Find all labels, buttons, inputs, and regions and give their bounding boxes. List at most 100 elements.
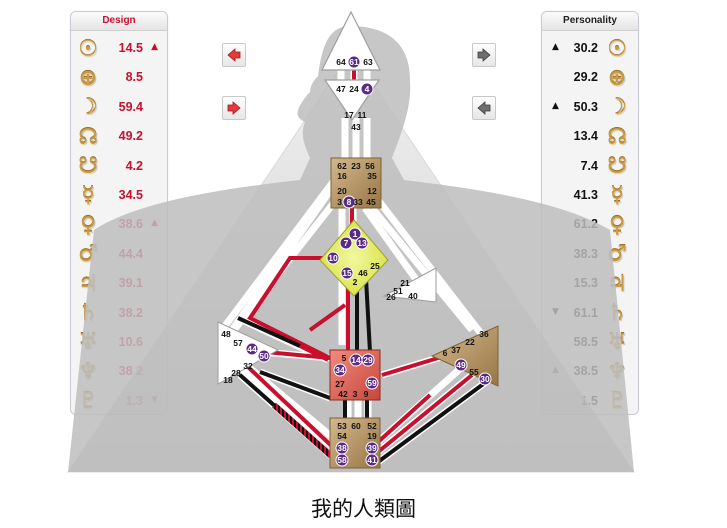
personality-value: 41.3 — [573, 187, 598, 202]
gate-41: 41 — [367, 455, 377, 465]
design-value: 14.5 — [118, 41, 143, 55]
gate-40: 40 — [408, 291, 418, 301]
design-row-earth: ⊕ 8.5 — [71, 63, 167, 92]
gate-54: 54 — [337, 431, 347, 441]
design-value: 4.2 — [125, 158, 143, 173]
gate-17: 17 — [344, 110, 354, 120]
gate-59: 59 — [367, 378, 377, 388]
channels-layer — [219, 70, 489, 465]
gate-24: 24 — [349, 84, 359, 94]
gate-51: 51 — [393, 286, 403, 296]
design-next-button[interactable] — [222, 96, 246, 120]
gate-28: 28 — [231, 368, 241, 378]
personality-next-button[interactable] — [472, 43, 496, 67]
gate-55: 55 — [469, 367, 479, 377]
sun-icon: ☉ — [607, 36, 627, 62]
gate-6: 6 — [443, 348, 448, 358]
arrow-left-icon — [227, 48, 241, 62]
design-value: 34.5 — [118, 187, 143, 202]
gate-22: 22 — [465, 337, 475, 347]
gate-44-marker — [245, 342, 259, 356]
design-header: Design — [71, 12, 167, 31]
gate-49: 49 — [456, 360, 466, 370]
gate-31: 31 — [337, 197, 347, 207]
south-node-icon: ☋ — [607, 154, 627, 180]
gate-29-marker — [361, 353, 375, 367]
personality-row-moon: ☽50.3▲ — [542, 93, 638, 122]
gate-25: 25 — [370, 261, 380, 271]
sun-icon: ☉ — [78, 36, 98, 62]
gate-57: 57 — [233, 338, 243, 348]
moon-icon: ☽ — [78, 95, 98, 121]
gate-4: 4 — [365, 84, 370, 94]
gate-53: 53 — [337, 421, 347, 431]
gate-47: 47 — [336, 84, 346, 94]
mercury-icon: ☿ — [81, 183, 95, 209]
gate-37: 37 — [451, 345, 461, 355]
moon-icon: ☽ — [607, 95, 627, 121]
gate-18: 18 — [223, 375, 233, 385]
arrow-left-icon — [477, 101, 491, 115]
gate-52: 52 — [367, 421, 377, 431]
design-prev-button[interactable] — [222, 43, 246, 67]
gate-7: 7 — [344, 238, 349, 248]
gate-14: 14 — [351, 355, 361, 365]
exalted-arrow-icon: ▲ — [552, 100, 559, 111]
gate-41-marker — [365, 453, 379, 467]
north-node-icon: ☊ — [607, 124, 627, 150]
gate-21: 21 — [400, 278, 410, 288]
gate-34: 34 — [335, 365, 345, 375]
earth-icon: ⊕ — [607, 65, 627, 91]
gate-1: 1 — [353, 229, 358, 239]
gate-2: 2 — [353, 277, 358, 287]
gate-15: 15 — [342, 268, 352, 278]
design-row-sun: ☉14.5▲ — [71, 34, 167, 63]
center-ego — [382, 267, 437, 303]
gate-62: 62 — [337, 161, 347, 171]
personality-prev-button[interactable] — [472, 96, 496, 120]
personality-row-sun: ☉30.2▲ — [542, 34, 638, 63]
gate-43: 43 — [351, 122, 361, 132]
personality-row-mercury: ☿ 41.3 — [542, 181, 638, 210]
design-row-moon: ☽ 59.4 — [71, 93, 167, 122]
gate-34-marker — [333, 363, 347, 377]
center-head — [321, 10, 381, 71]
mercury-icon: ☿ — [610, 183, 624, 209]
gate-56: 56 — [365, 161, 375, 171]
gate-15-marker — [340, 266, 354, 280]
south-node-icon: ☋ — [78, 154, 98, 180]
gate-4-marker — [360, 82, 374, 96]
gate-39: 39 — [367, 443, 377, 453]
gate-32: 32 — [243, 361, 253, 371]
design-value: 8.5 — [125, 70, 143, 85]
design-row-north-node: ☊49.2 — [71, 122, 167, 151]
gate-33: 33 — [353, 197, 363, 207]
north-node-icon: ☊ — [78, 124, 98, 150]
personality-row-earth: ⊕29.2 — [542, 63, 638, 92]
center-throat — [330, 157, 382, 209]
gate-45: 45 — [366, 197, 376, 207]
center-solar-plexus — [430, 325, 499, 387]
personality-row-north-node: ☊13.4 — [542, 122, 638, 151]
arrow-right-icon — [477, 48, 491, 62]
personality-value: 7.4 — [580, 158, 598, 173]
gate-36: 36 — [479, 329, 489, 339]
earth-icon: ⊕ — [78, 65, 98, 91]
gate-61-marker — [347, 55, 361, 69]
gate-8-marker — [342, 195, 356, 209]
gate-10: 10 — [328, 253, 338, 263]
gate-16: 16 — [337, 171, 347, 181]
gate-46: 46 — [358, 268, 368, 278]
gate-11: 11 — [358, 110, 367, 120]
gate-19: 19 — [367, 431, 377, 441]
gate-30: 30 — [480, 374, 490, 384]
gate-58: 58 — [337, 455, 347, 465]
gate-20: 20 — [337, 186, 347, 196]
gate-35: 35 — [367, 171, 377, 181]
design-row-mercury: ☿ 34.5 — [71, 181, 167, 210]
design-value: 59.4 — [118, 99, 143, 114]
gate-23: 23 — [351, 161, 361, 171]
gate-26: 26 — [386, 292, 396, 302]
